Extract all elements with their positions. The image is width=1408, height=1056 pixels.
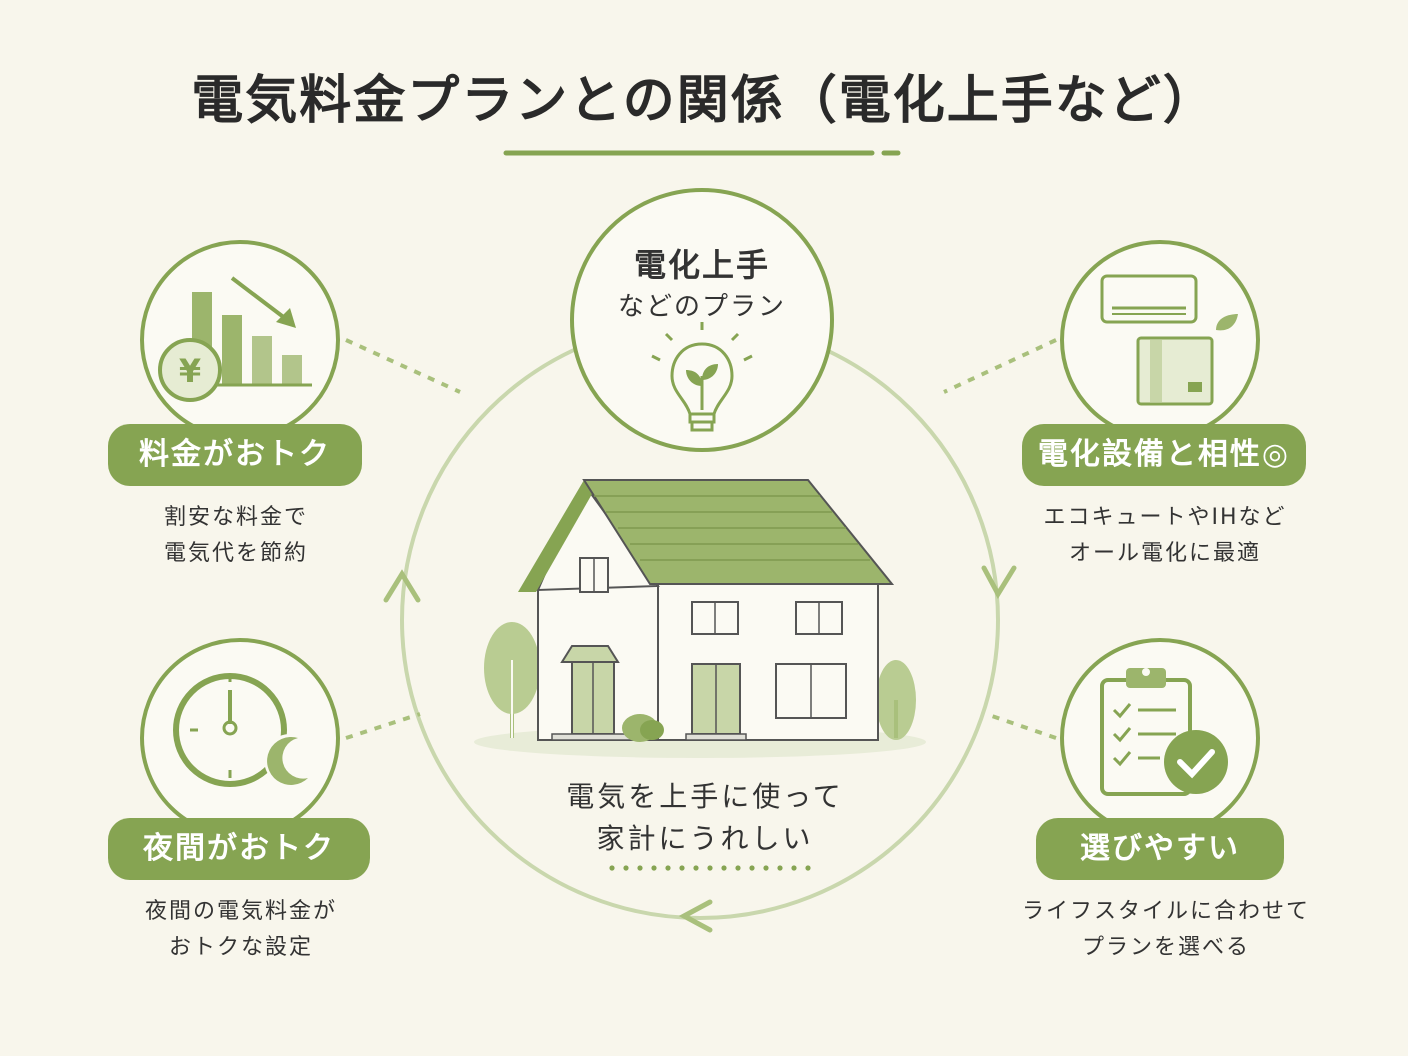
page-title: 電気料金プランとの関係（電化上手など） xyxy=(191,71,1217,131)
clock-moon-icon xyxy=(173,673,316,787)
checklist-icon xyxy=(1100,668,1228,796)
arrow-right-down-icon xyxy=(981,565,1017,600)
svg-text:¥: ¥ xyxy=(179,352,201,390)
yen-bar-chart-icon: ¥ xyxy=(158,276,312,402)
lightbulb-sprout-icon xyxy=(651,322,753,432)
label-night-cheap: 夜間がおトク xyxy=(108,818,370,880)
desc-cheap-rate: 割安な料金で 電気代を節約 xyxy=(163,505,308,566)
arrow-left-up-icon xyxy=(383,569,421,603)
arrow-bottom-left-icon xyxy=(678,899,713,933)
desc-equipment-compat: エコキュートやIHなど オール電化に最適 xyxy=(1043,505,1287,566)
house-illustration xyxy=(474,479,926,758)
desc-night-cheap: 夜間の電気料金が おトクな設定 xyxy=(144,899,337,960)
label-equipment-compat: 電化設備と相性◎ xyxy=(1022,424,1306,486)
center-title: 電化上手 xyxy=(633,246,770,284)
center-subtitle: などのプラン xyxy=(617,292,786,322)
center-message: 電気を上手に使って 家計にうれしい xyxy=(566,780,844,855)
dot-row xyxy=(609,865,811,871)
air-conditioner-water-heater-icon xyxy=(1100,274,1238,406)
label-cheap-rate: 料金がおトク xyxy=(108,424,362,486)
label-easy-choice: 選びやすい xyxy=(1036,818,1284,880)
desc-easy-choice: ライフスタイルに合わせて プランを選べる xyxy=(1021,899,1310,960)
